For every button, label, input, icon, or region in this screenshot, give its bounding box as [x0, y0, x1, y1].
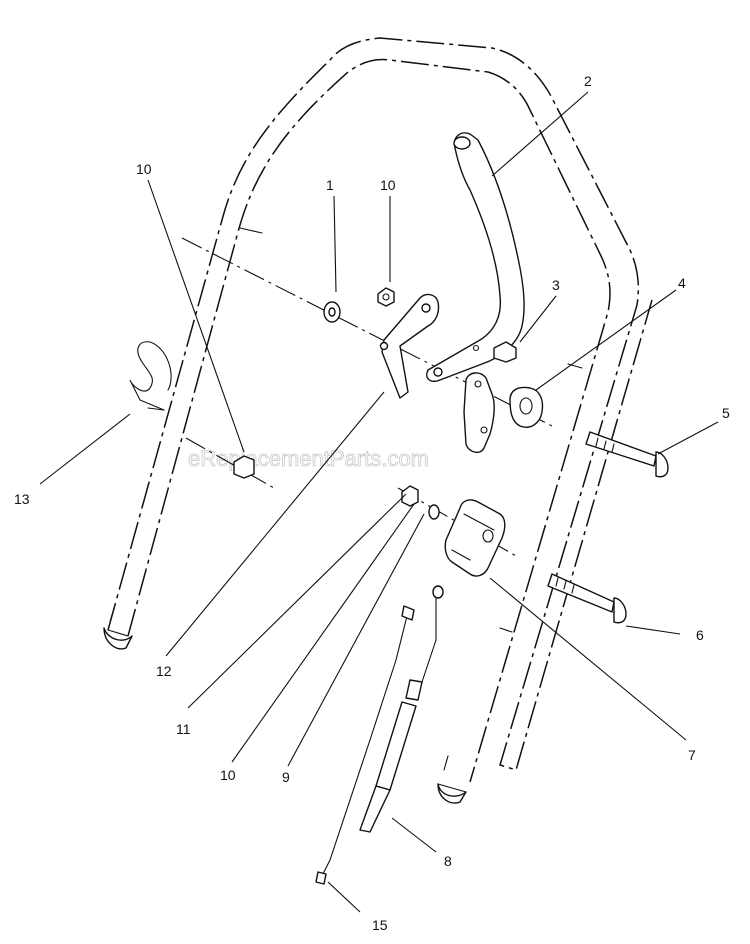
part-12-bracket	[379, 293, 440, 399]
lower-left-centerline	[185, 437, 275, 489]
leader-10c	[231, 503, 415, 763]
part-3-bolt	[472, 341, 517, 363]
callout-1: 1	[326, 177, 334, 193]
callout-10-top: 10	[380, 177, 396, 193]
leader-15	[327, 881, 361, 913]
leader-7	[489, 577, 687, 741]
callout-12: 12	[156, 663, 172, 679]
leader-3	[519, 295, 557, 343]
leader-10b	[147, 179, 245, 453]
leader-lines	[39, 91, 719, 913]
callout-7: 7	[688, 747, 696, 763]
part-7-control-block	[444, 499, 506, 577]
part-6-carriage-bolt	[547, 573, 627, 624]
watermark-text: eReplacementParts.com	[188, 446, 429, 471]
leader-9	[287, 513, 425, 767]
callout-9: 9	[282, 769, 290, 785]
leader-8	[391, 817, 437, 853]
leader-5	[657, 421, 719, 455]
callout-15: 15	[372, 917, 388, 933]
part-1-nut	[323, 301, 341, 323]
callout-6: 6	[696, 627, 704, 643]
leader-11	[187, 493, 407, 709]
callout-13: 13	[14, 491, 30, 507]
part-8-cable	[359, 585, 444, 833]
leader-6	[625, 625, 681, 635]
part-5-carriage-bolt	[585, 431, 669, 478]
callout-4: 4	[678, 275, 686, 291]
part-15-cable-end	[315, 871, 327, 885]
leader-13	[39, 413, 131, 485]
callout-2: 2	[584, 73, 592, 89]
leader-1	[333, 195, 337, 293]
part-10-nut-upper	[377, 287, 395, 307]
callout-8: 8	[444, 853, 452, 869]
callout-11: 11	[176, 721, 191, 737]
part-10-washer-lower	[428, 504, 440, 520]
part-11-nut	[401, 485, 419, 507]
part-13-wire-hook	[129, 341, 172, 411]
part-10-nut-left	[233, 455, 255, 479]
callout-5: 5	[722, 405, 730, 421]
leader-2	[491, 91, 589, 177]
callout-3: 3	[552, 277, 560, 293]
callout-10-left: 10	[136, 161, 152, 177]
leader-4	[535, 289, 677, 391]
callout-labels: 2 1 10 10 3 4 5 13 6 12 11 7 10 9 8 15	[14, 73, 730, 933]
handle-tube	[103, 37, 653, 804]
latch-piece	[463, 372, 495, 454]
part-4-spacer	[509, 386, 544, 428]
leader-12	[165, 391, 385, 657]
callout-10-bottom: 10	[220, 767, 236, 783]
part-2-bail-lever	[426, 132, 525, 382]
part-9-inner-cable	[321, 605, 415, 877]
